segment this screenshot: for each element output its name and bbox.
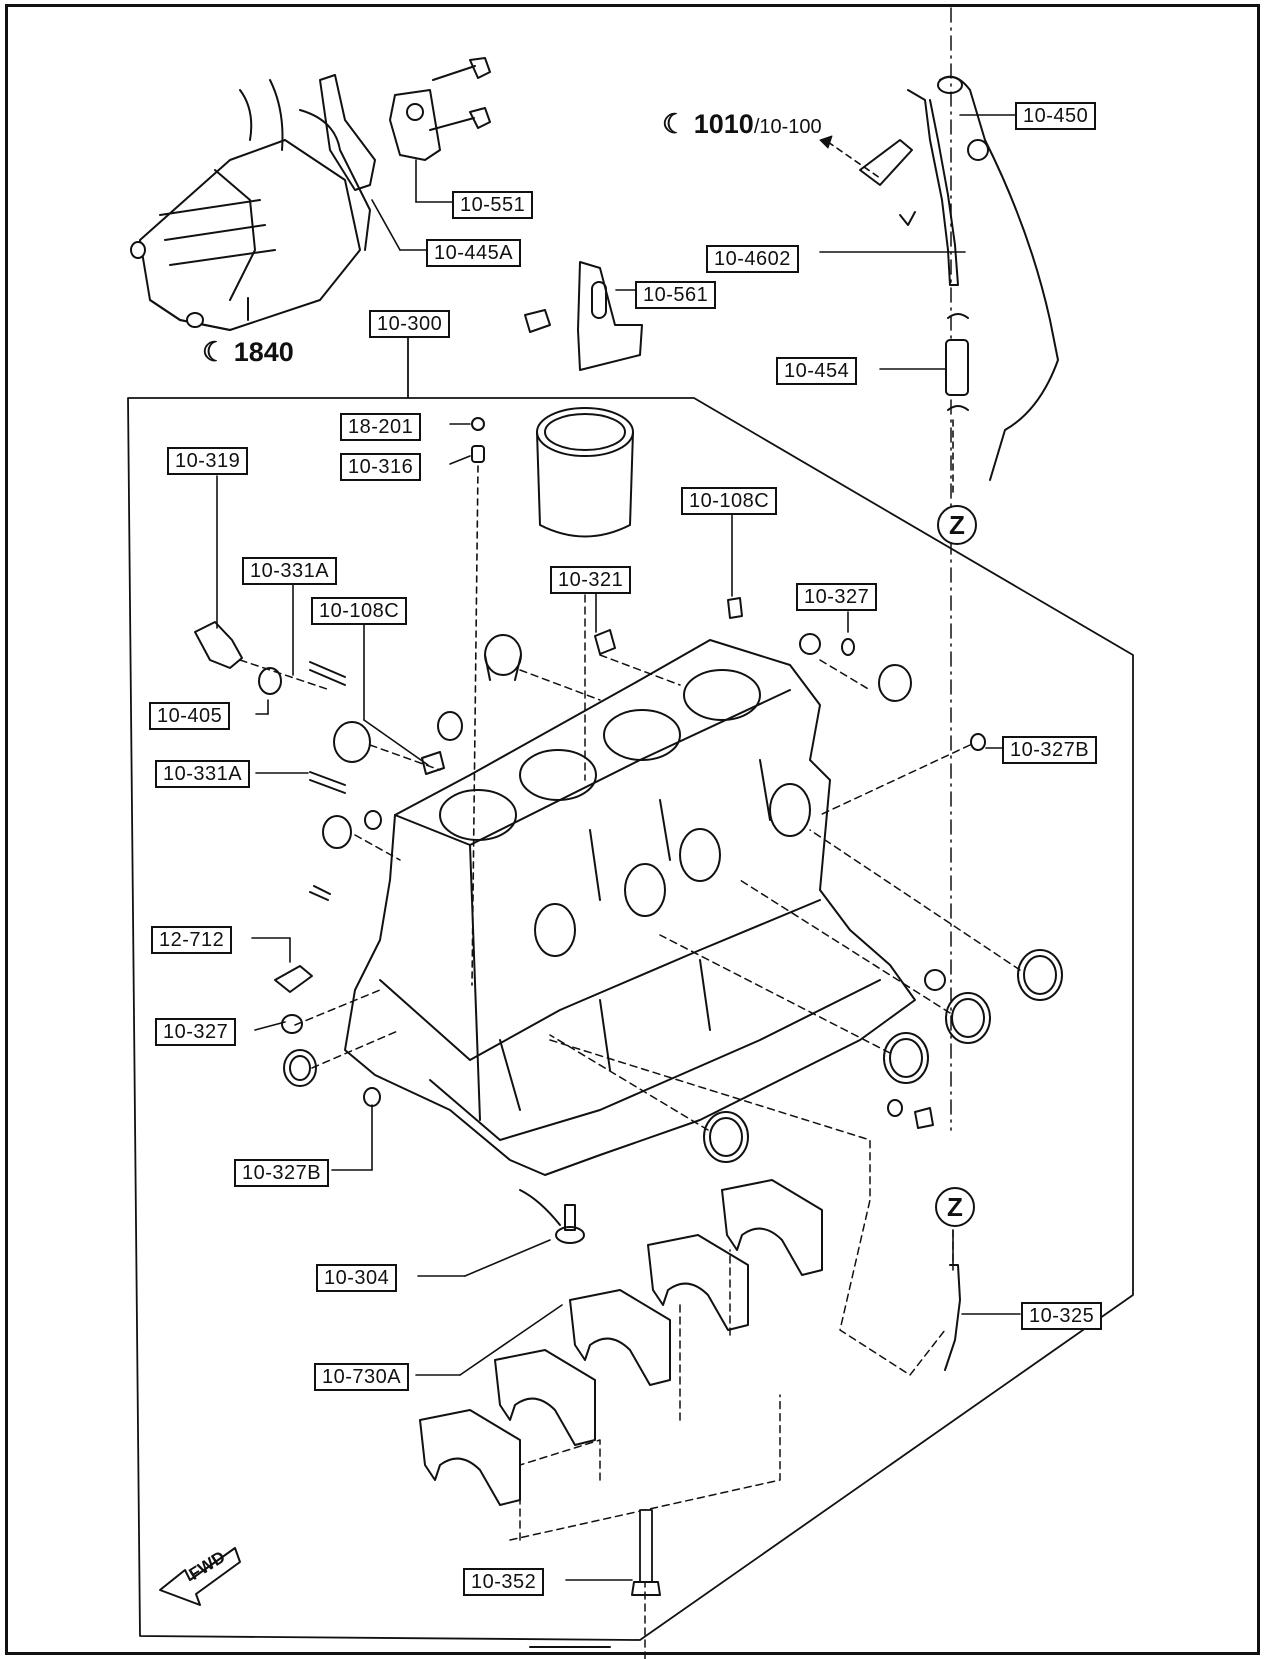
sensor-and-studs xyxy=(194,621,616,993)
core-plugs xyxy=(281,597,986,1107)
callout-10-450: 10-450 xyxy=(1015,102,1097,130)
callout-10-319: 10-319 xyxy=(167,447,249,475)
callout-10-327: 10-327 xyxy=(155,1018,237,1046)
starter-motor xyxy=(130,57,491,331)
callout-10-108c: 10-108C xyxy=(311,597,408,625)
reference-icon: ☾ xyxy=(662,109,687,139)
fwd-arrow xyxy=(159,1547,241,1606)
starter-reference: ☾ 1840 xyxy=(202,337,294,368)
callout-12-712: 12-712 xyxy=(151,926,233,954)
callout-10-325: 10-325 xyxy=(1021,1302,1103,1330)
dipstick-tube xyxy=(859,75,1059,481)
callout-10-331a-top: 10-331A xyxy=(242,557,338,585)
callout-10-730a: 10-730A xyxy=(314,1363,410,1391)
callout-10-321: 10-321 xyxy=(550,566,632,594)
explode-lines xyxy=(239,594,1021,1659)
callout-10-352: 10-352 xyxy=(463,1568,545,1596)
cylinder-sleeve xyxy=(536,407,634,538)
connection-marker-z-bottom: Z xyxy=(935,1187,975,1227)
callout-10-4602: 10-4602 xyxy=(706,245,799,273)
bracket xyxy=(524,261,643,371)
callout-10-405: 10-405 xyxy=(149,702,231,730)
leader-lines xyxy=(216,475,1021,1581)
reference-icon: ☾ xyxy=(202,337,227,367)
callout-18-201: 18-201 xyxy=(340,413,422,441)
callout-10-327b: 10-327B xyxy=(234,1159,330,1187)
callout-10-445a: 10-445A xyxy=(426,239,522,267)
callout-10-454: 10-454 xyxy=(776,357,858,385)
callout-10-551: 10-551 xyxy=(452,191,534,219)
callout-10-331a: 10-331A xyxy=(155,760,251,788)
strainer-pipe xyxy=(944,1264,961,1371)
callout-10-327b-right: 10-327B xyxy=(1002,736,1098,764)
oil-pan-ref-sub: /10-100 xyxy=(753,116,822,138)
callout-10-304: 10-304 xyxy=(316,1264,398,1292)
callout-10-327-top: 10-327 xyxy=(796,583,878,611)
oil-pan-ref-number: 1010 xyxy=(693,109,754,139)
callout-10-316: 10-316 xyxy=(340,453,422,481)
connection-marker-z-top: Z xyxy=(937,505,977,545)
bearing-caps xyxy=(419,1179,823,1506)
seals-caps xyxy=(283,949,1063,1163)
callout-10-561: 10-561 xyxy=(635,281,717,309)
diagram-sheet xyxy=(5,4,1260,1655)
starter-ref-number: 1840 xyxy=(233,337,294,367)
cylinder-block xyxy=(344,639,916,1176)
callout-10-300: 10-300 xyxy=(369,310,451,338)
oil-pan-reference: ☾ 1010/10-100 xyxy=(662,109,822,140)
assembly-boundary xyxy=(127,397,1134,1641)
callout-10-108c-top: 10-108C xyxy=(681,487,778,515)
